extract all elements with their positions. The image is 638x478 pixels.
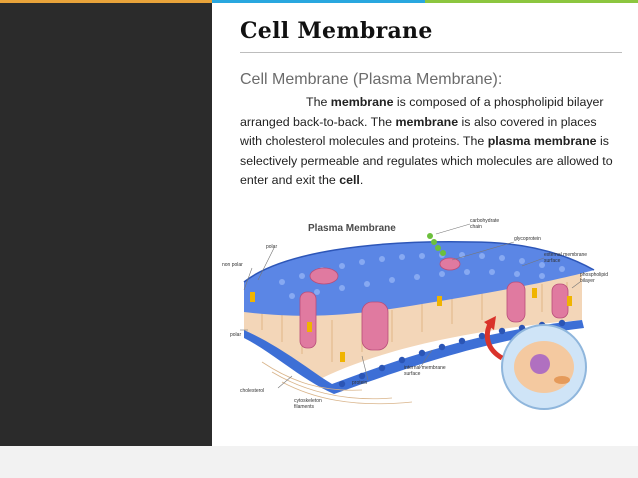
slide-subtitle: Cell Membrane (Plasma Membrane): <box>240 71 503 88</box>
page-footer-band <box>0 446 638 478</box>
bold-term: cell <box>339 173 360 187</box>
paragraph-text: is composed of a phospholipid bilayer ar… <box>240 95 604 129</box>
accent-bar-blue-green <box>212 0 638 3</box>
label-external-membrane: external membrane <box>544 252 587 258</box>
label-glycoprotein: glycoprotein <box>514 236 541 242</box>
left-dark-panel <box>0 3 212 446</box>
slide: Cell Membrane Cell Membrane (Plasma Memb… <box>0 0 638 446</box>
paragraph-text: is selectively permeable and regulates w… <box>240 134 613 187</box>
label-protein: protein <box>352 380 368 386</box>
inner-lipid-heads <box>244 320 584 394</box>
label-chain: chain <box>470 224 482 230</box>
accent-bar-orange <box>0 0 212 3</box>
label-filaments: filaments <box>294 404 315 410</box>
label-non-polar: non polar <box>222 262 243 268</box>
label-bilayer: bilayer <box>580 278 595 284</box>
zoom-arrow <box>484 322 504 361</box>
bold-term: plasma membrane <box>487 134 597 148</box>
label-phospholipid: phospholipid <box>580 272 608 278</box>
plasma-membrane-diagram: Plasma Membrane <box>222 218 608 410</box>
paragraph-text: The <box>306 95 331 109</box>
label-cholesterol: cholesterol <box>240 388 264 394</box>
membrane-proteins <box>299 257 569 351</box>
diagram-heading: Plasma Membrane <box>308 223 396 234</box>
label-carbohydrate: carbohydrate <box>470 218 499 224</box>
title-divider <box>240 52 622 53</box>
label-cytoskeleton: cytoskeleton <box>294 398 322 404</box>
label-internal-surface: surface <box>404 371 421 377</box>
slide-title: Cell Membrane <box>240 18 433 44</box>
paragraph-text: . <box>359 173 364 187</box>
bold-term: membrane <box>395 114 459 129</box>
label-internal-membrane: internal membrane <box>404 365 446 371</box>
label-external-surface: surface <box>544 258 561 264</box>
label-polar-top: polar <box>266 244 277 250</box>
label-polar-bottom: polar <box>230 332 241 338</box>
cytoskeleton-filaments <box>261 361 413 405</box>
bold-term: membrane <box>330 95 394 109</box>
cholesterol-molecules <box>250 288 572 362</box>
paragraph-text: is also covered in places with cholester… <box>240 114 597 149</box>
carbohydrate-chain <box>427 233 446 256</box>
body-paragraph: The membrane is composed of a phospholip… <box>240 93 622 191</box>
